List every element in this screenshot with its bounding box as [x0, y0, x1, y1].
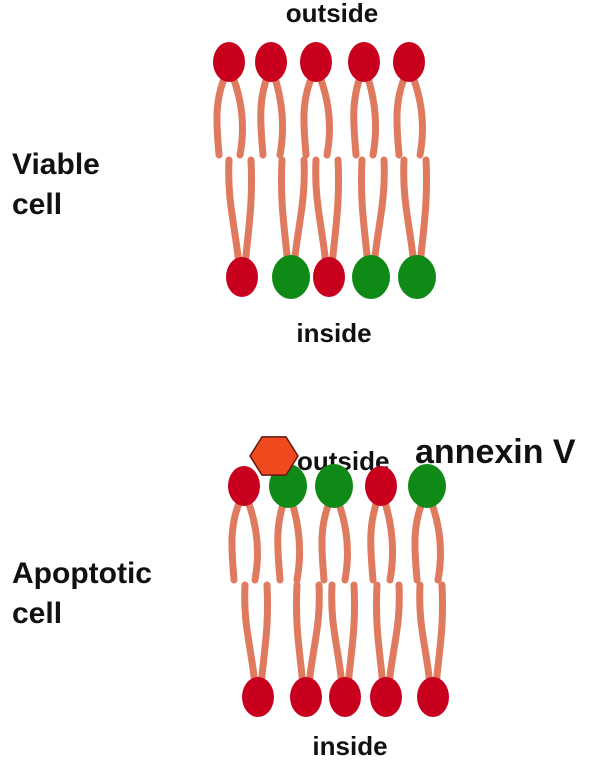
lipid-tail — [257, 68, 273, 159]
viable-label-line1: Viable — [12, 148, 100, 181]
lipid-tail — [328, 156, 343, 269]
lipid-tail — [318, 492, 336, 584]
phospholipid-head — [255, 42, 287, 82]
lipid-tail — [228, 492, 246, 584]
lipid-tail — [357, 156, 372, 269]
phosphatidylserine-head — [398, 255, 436, 299]
lipid-tail — [292, 581, 307, 689]
lipid-tail — [305, 581, 323, 689]
lipid-tail — [362, 68, 380, 159]
annexin-v-label: annexin V — [415, 433, 576, 471]
phospholipid-head — [228, 466, 260, 506]
lipid-tail — [241, 156, 256, 269]
lipid-tail — [411, 492, 429, 584]
lipid-tail — [370, 156, 388, 269]
lipid-tail — [385, 581, 403, 689]
phospholipid-head — [393, 42, 425, 82]
lipid-tail — [407, 68, 427, 159]
lipid-tail — [290, 156, 308, 269]
lipid-tail — [425, 492, 445, 584]
lipid-tail — [277, 156, 292, 269]
phospholipid-head — [290, 677, 322, 717]
phospholipid-head — [348, 42, 380, 82]
phosphatidylserine-head — [315, 464, 353, 508]
phospholipid-head — [329, 677, 361, 717]
lipid-tail — [241, 581, 259, 689]
phospholipid-head — [300, 42, 332, 82]
lipid-tail — [367, 492, 383, 584]
lipid-tail — [225, 156, 243, 269]
lipid-tail — [227, 68, 247, 159]
lipid-tail — [432, 581, 447, 689]
lipid-tail — [400, 156, 418, 269]
lipid-tail — [257, 581, 272, 689]
phospholipid-head — [370, 677, 402, 717]
phosphatidylserine-head — [352, 255, 390, 299]
lipid-tail — [350, 68, 366, 159]
apoptotic-label-line1: Apoptotic — [12, 557, 152, 590]
lipid-tail — [416, 581, 434, 689]
lipid-tail — [416, 156, 431, 269]
phospholipid-head — [226, 257, 258, 297]
lipid-tail — [372, 581, 387, 689]
lipid-tail — [379, 492, 397, 584]
phosphatidylserine-head — [408, 464, 446, 508]
apoptotic-lipid-bilayer — [228, 436, 449, 717]
viable-lipid-bilayer — [213, 42, 436, 299]
phospholipid-head — [365, 466, 397, 506]
lipid-tail — [300, 68, 318, 159]
phospholipid-head — [417, 677, 449, 717]
lipid-tail — [344, 581, 359, 689]
phospholipid-head — [242, 677, 274, 717]
lipid-tail — [286, 492, 304, 584]
phosphatidylserine-head — [272, 255, 310, 299]
viable-inside-label: inside — [296, 318, 371, 348]
lipid-tail — [332, 492, 352, 584]
lipid-tail — [312, 156, 330, 269]
lipid-tail — [314, 68, 334, 159]
apoptotic-inside-label: inside — [312, 731, 387, 761]
viable-label-line2: cell — [12, 188, 62, 221]
apoptotic-label-line2: cell — [12, 597, 62, 630]
lipid-tail — [213, 68, 231, 159]
lipid-tail — [328, 581, 346, 689]
lipid-tail — [274, 492, 290, 584]
viable-outside-label: outside — [286, 0, 378, 28]
phospholipid-head — [213, 42, 245, 82]
lipid-tail — [269, 68, 287, 159]
phospholipid-head — [313, 257, 345, 297]
lipid-tail — [393, 68, 411, 159]
annexin-v-molecule — [249, 436, 299, 476]
lipid-tail — [242, 492, 262, 584]
